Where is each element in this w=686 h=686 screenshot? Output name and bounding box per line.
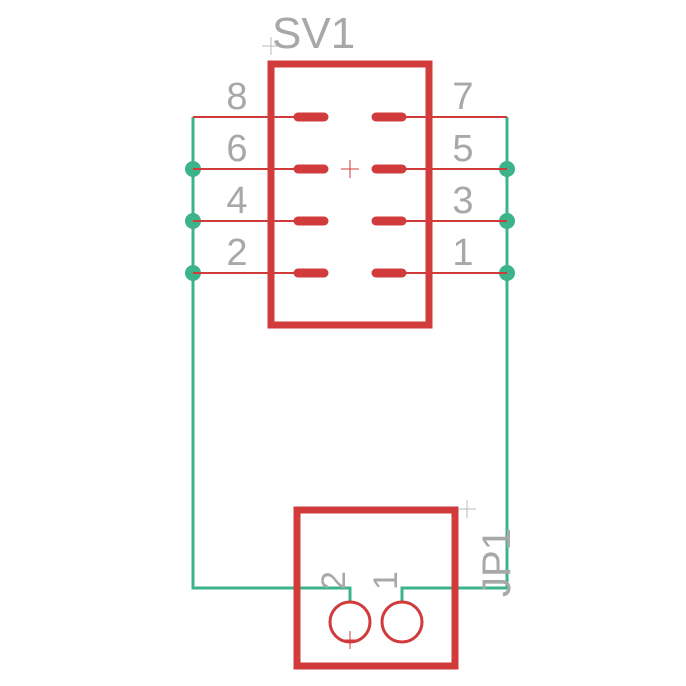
header-pins <box>193 112 507 278</box>
header-pin-label-4: 4 <box>226 180 247 222</box>
header-pin-labels: 8 7 6 5 4 3 2 1 <box>226 76 473 274</box>
header-pin-label-8: 8 <box>226 76 247 118</box>
jumper-pin-label-1: 1 <box>367 571 405 590</box>
jumper-ref-label: JP1 <box>475 528 519 597</box>
jumper-origin-cross <box>341 631 359 649</box>
header-ref-label: SV1 <box>272 9 355 58</box>
jumper-pin-label-2: 2 <box>315 571 353 590</box>
header-ref-origin-cross <box>262 37 280 55</box>
header-pin-label-7: 7 <box>452 76 473 118</box>
header-pin-label-3: 3 <box>452 180 473 222</box>
header-body <box>267 60 433 329</box>
header-pin-label-5: 5 <box>452 128 473 170</box>
net-left[interactable] <box>191 117 352 602</box>
header-pin-label-1: 1 <box>452 232 473 274</box>
jumper-pad-1[interactable] <box>380 600 424 644</box>
header-pin-label-2: 2 <box>226 232 247 274</box>
jumper-ref-origin-cross <box>458 500 476 518</box>
header-origin-cross <box>341 160 359 178</box>
header-component-sv1[interactable]: SV1 8 7 6 5 4 3 2 1 <box>193 9 507 329</box>
jumper-component-jp1[interactable]: JP1 2 1 <box>293 500 519 670</box>
header-pin-label-6: 6 <box>226 128 247 170</box>
jumper-body <box>293 506 459 670</box>
